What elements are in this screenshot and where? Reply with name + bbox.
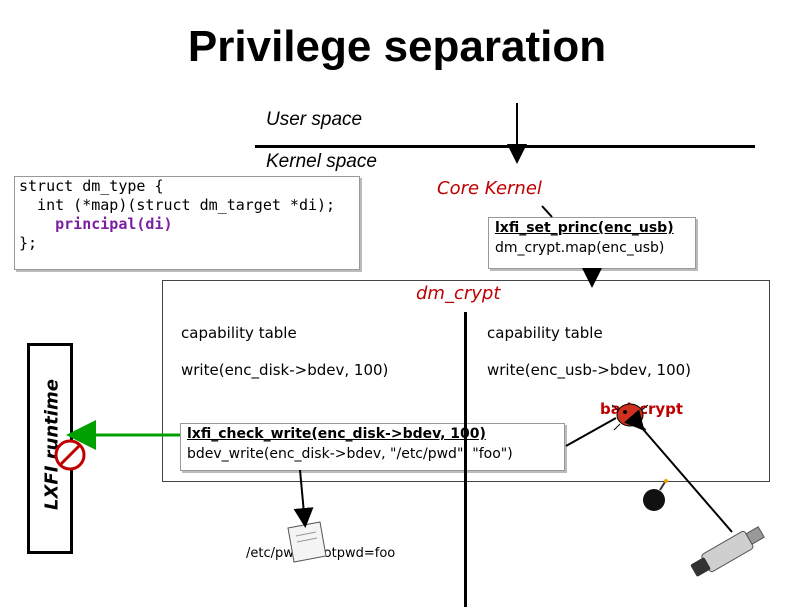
check-write-call: lxfi_check_write(enc_disk->bdev, 100) (187, 426, 486, 442)
map-call: dm_crypt.map(enc_usb) (495, 240, 665, 256)
set-princ-call: lxfi_set_princ(enc_usb) (495, 220, 674, 236)
usb-drive-icon (690, 526, 765, 577)
page-title: Privilege separation (187, 22, 607, 71)
core-kernel-pointer (541, 205, 553, 218)
bdev-write-call: bdev_write(enc_disk->bdev, "/etc/pwd", "… (187, 446, 513, 462)
bug-icon (611, 403, 649, 431)
core-kernel-label: Core Kernel (437, 178, 542, 199)
capability-table-right: capability table (487, 324, 603, 342)
struct-line: struct dm_type { (19, 177, 164, 195)
struct-line: }; (19, 234, 38, 252)
principal-divider (464, 312, 467, 607)
check-write-box: lxfi_check_write(enc_disk->bdev, 100) bd… (180, 423, 565, 471)
document-icon (287, 521, 327, 563)
struct-line: int (*map)(struct dm_target *di); (19, 196, 336, 214)
principal-annotation: principal(di) (19, 215, 173, 233)
capability-table-left: capability table (181, 324, 297, 342)
space-divider (255, 145, 755, 148)
bug-to-check-line (565, 417, 617, 447)
stop-icon (54, 439, 86, 471)
write-to-file-arrow (293, 469, 314, 528)
user-space-label: User space (266, 109, 363, 130)
struct-definition-box: struct dm_type { int (*map)(struct dm_ta… (14, 176, 360, 270)
write-capability-right: write(enc_usb->bdev, 100) (487, 361, 692, 379)
bomb-icon (643, 479, 668, 511)
write-capability-left: write(enc_disk->bdev, 100) (181, 361, 389, 379)
dm-crypt-label: dm_crypt (416, 283, 501, 304)
kernel-space-label: Kernel space (266, 151, 377, 172)
bug-to-usb-line (623, 409, 733, 533)
